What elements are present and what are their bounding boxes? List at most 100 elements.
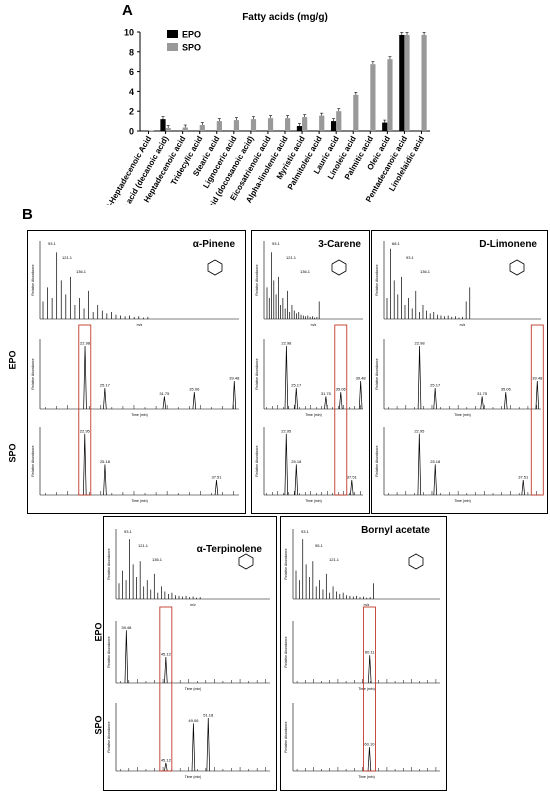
ms-y-label: Relative Abundance (375, 264, 379, 295)
highlight-box (334, 324, 348, 496)
chrom-peak (83, 345, 87, 410)
bar-spo (285, 118, 291, 131)
y-tick-label: 2 (129, 107, 134, 117)
chrom-peak-label: 45.12 (161, 651, 172, 656)
chrom-peak-label: 22.98 (80, 341, 91, 346)
chrom-peak-label: 31.75 (477, 391, 488, 396)
bar-epo (245, 130, 251, 132)
bar-spo (302, 117, 308, 131)
panel-b-label: B (22, 206, 33, 223)
bar-spo (267, 118, 274, 131)
chrom-x-label: Time (min) (305, 499, 322, 503)
chrom-x-label: Time (min) (358, 687, 375, 691)
row-label-epo-top: EPO (7, 350, 18, 370)
chrom-x-label: Time (min) (131, 413, 148, 417)
ms-peak-label: 136.1 (76, 269, 87, 274)
chrom-peak-label: 22.95 (80, 428, 91, 433)
chrom-peak (521, 480, 525, 496)
chart-title: Fatty acids (mg/g) (242, 12, 328, 23)
bar-spo (387, 59, 393, 131)
chrom-peak (480, 396, 484, 410)
chrom-peak (214, 480, 219, 496)
highlight-box (159, 606, 173, 772)
bar-spo (319, 115, 325, 131)
row-label-spo-top: SPO (7, 443, 18, 463)
legend-swatch-spo (167, 43, 178, 51)
legend-label-epo: EPO (182, 30, 201, 40)
chrom-peak (417, 345, 422, 410)
bar-spo (421, 34, 427, 131)
ms-peak-label: 95.1 (315, 543, 324, 548)
ms-peak-label: 93.1 (124, 529, 133, 534)
chrom-y-label: Relative Abundance (107, 721, 111, 752)
ms-peak-label: 136.1 (420, 269, 431, 274)
chrom-x-label: Time (min) (185, 775, 202, 779)
bar-epo (416, 130, 422, 132)
ms-peak-label: 121.1 (286, 255, 297, 260)
chrom-x-label: Time (min) (454, 499, 471, 503)
bar-spo (336, 111, 342, 131)
bar-spo (404, 34, 410, 131)
chrom-peak-label: 31.75 (321, 391, 332, 396)
ms-peak-label: 121.1 (329, 557, 340, 562)
bar-epo (399, 34, 405, 131)
fatty-acids-bar-chart: Fatty acids (mg/g)0246810cis-10-Heptadec… (95, 12, 430, 205)
chrom-peak (535, 380, 540, 410)
bar-epo (382, 122, 388, 131)
ms-x-label: m/z (311, 323, 317, 327)
bar-epo (330, 121, 337, 131)
chrom-peak (367, 655, 372, 684)
chrom-peak (124, 630, 129, 684)
row-label-epo-bottom: EPO (93, 622, 104, 642)
bar-spo (182, 127, 188, 131)
ms-y-label: Relative Abundance (107, 548, 111, 579)
y-tick-label: 0 (129, 127, 134, 137)
bar-epo (143, 130, 149, 132)
bar-spo (353, 94, 359, 131)
chrom-peak (324, 396, 328, 410)
legend-swatch-epo (167, 30, 178, 38)
chrom-x-label: Time (min) (185, 687, 202, 691)
chrom-peak (503, 392, 508, 410)
chrom-peak-label: 35.06 (189, 387, 200, 392)
ms-peak-label: 68.1 (392, 241, 401, 246)
ms-x-label: m/z (460, 323, 466, 327)
highlight-box (78, 324, 92, 496)
y-tick-label: 8 (129, 47, 134, 57)
bar-epo (160, 119, 166, 131)
chrom-peak (284, 433, 289, 496)
chrom-peak-label: 35.06 (501, 387, 512, 392)
chrom-x-label: Time (min) (358, 775, 375, 779)
compound-name: D-Limonene (479, 239, 537, 250)
bar-epo (313, 130, 320, 132)
compound-name: Bornyl acetate (361, 525, 430, 536)
y-tick-label: 6 (129, 67, 134, 77)
chrom-peak-label: 25.18 (100, 459, 111, 464)
chrom-y-label: Relative Abundance (375, 445, 379, 476)
chrom-peak (191, 723, 196, 772)
ms-x-label: m/z (364, 603, 370, 607)
chrom-peak-label: 37.51 (211, 475, 222, 480)
bar-spo (148, 130, 154, 132)
chrom-y-label: Relative Abundance (31, 445, 35, 476)
chrom-peak-label: 39.48 (229, 376, 240, 381)
ms-peak-label: 136.1 (300, 269, 311, 274)
chrom-x-label: Time (min) (305, 413, 322, 417)
chrom-peak (103, 464, 107, 496)
bar-epo (365, 130, 371, 132)
ms-y-label: Relative Abundance (284, 548, 288, 579)
chrom-peak (358, 380, 363, 410)
chrom-peak-label: 37.51 (518, 475, 529, 480)
y-tick-label: 4 (129, 87, 134, 97)
chrom-peak-label: 37.51 (347, 475, 358, 480)
bar-epo (228, 130, 234, 132)
ms-peak-label: 121.1 (62, 255, 73, 260)
highlight-box (530, 324, 544, 496)
chrom-peak (433, 464, 437, 496)
bar-epo (279, 130, 285, 132)
chrom-peak-label: 60.10 (364, 742, 375, 747)
